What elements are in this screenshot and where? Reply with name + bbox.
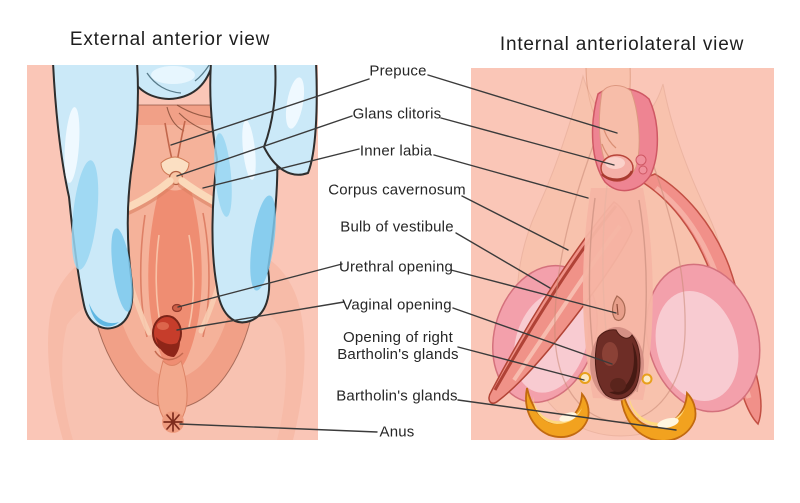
- perineum: [154, 350, 188, 424]
- external-view-illustration: [27, 65, 318, 440]
- label-bartholin-glands: Bartholin's glands: [336, 387, 458, 405]
- urethral-opening-shape: [171, 303, 183, 313]
- label-inner-labia: Inner labia: [359, 142, 433, 160]
- glans-prepuce-complex: [591, 85, 659, 192]
- label-urethral-opening: Urethral opening: [338, 258, 454, 276]
- label-corpus-cavernosum: Corpus cavernosum: [328, 181, 466, 199]
- bartholin-duct-opening-right: [579, 372, 591, 384]
- label-anus: Anus: [379, 423, 415, 441]
- vaginal-opening-internal: [590, 327, 644, 401]
- right-panel-title: Internal anteriolateral view: [499, 34, 745, 55]
- anus-shape: [162, 411, 184, 433]
- label-bulb-of-vestibule: Bulb of vestibule: [340, 218, 454, 236]
- left-panel-title: External anterior view: [69, 29, 271, 50]
- internal-view-illustration: [471, 68, 774, 440]
- label-vaginal-opening: Vaginal opening: [342, 296, 452, 314]
- vaginal-opening-shape: [152, 315, 182, 357]
- bartholin-duct-opening-left: [641, 373, 653, 385]
- label-glans-clitoris: Glans clitoris: [352, 105, 442, 123]
- label-prepuce: Prepuce: [369, 62, 427, 80]
- label-bartholin-opening: Opening of right Bartholin's glands: [337, 329, 459, 363]
- bulb-of-vestibule-right: [645, 263, 761, 413]
